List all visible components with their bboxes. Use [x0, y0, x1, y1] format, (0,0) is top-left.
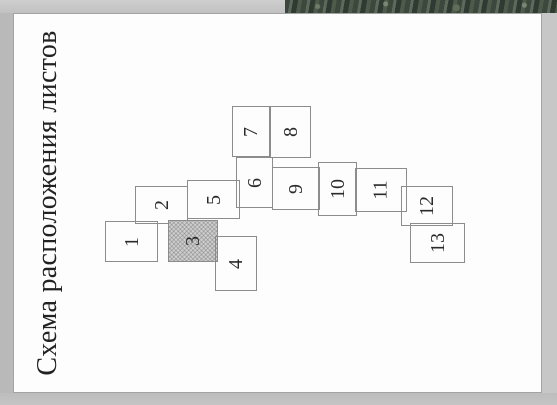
- sheet-label: 5: [204, 195, 224, 205]
- sheet-label: 3: [183, 236, 203, 246]
- sheet-label: 9: [286, 184, 306, 194]
- aerial-photo-strip: [285, 0, 557, 13]
- sheet-13: 13: [410, 223, 465, 263]
- scan-frame-bottom: [0, 393, 557, 405]
- sheet-label: 2: [152, 200, 172, 210]
- sheet-5: 5: [187, 180, 240, 219]
- sheet-7: 7: [232, 106, 270, 157]
- sheet-12: 12: [401, 186, 453, 226]
- sheet-label: 10: [328, 179, 348, 199]
- sheet-2: 2: [135, 186, 188, 224]
- sheet-label: 13: [428, 233, 448, 253]
- sheet-label: 7: [241, 127, 261, 137]
- sheet-label: 6: [245, 178, 265, 188]
- sheet-label: 1: [122, 237, 142, 247]
- scheme-title: Схема расположения листов: [34, 30, 62, 375]
- sheet-10: 10: [318, 162, 357, 216]
- sheet-label: 8: [281, 127, 301, 137]
- sheet-4: 4: [215, 236, 257, 291]
- sheet-8: 8: [270, 106, 311, 158]
- sheet-3: 3: [168, 220, 218, 262]
- sheet-6: 6: [236, 157, 273, 208]
- sheet-1: 1: [105, 221, 158, 262]
- sheet-9: 9: [272, 167, 320, 210]
- sheet-label: 12: [417, 196, 437, 216]
- sheet-label: 11: [371, 180, 391, 199]
- sheet-label: 4: [226, 259, 246, 269]
- scan-frame-top: [0, 0, 285, 13]
- scan-frame-right: [542, 13, 557, 405]
- sheet-11: 11: [355, 168, 407, 212]
